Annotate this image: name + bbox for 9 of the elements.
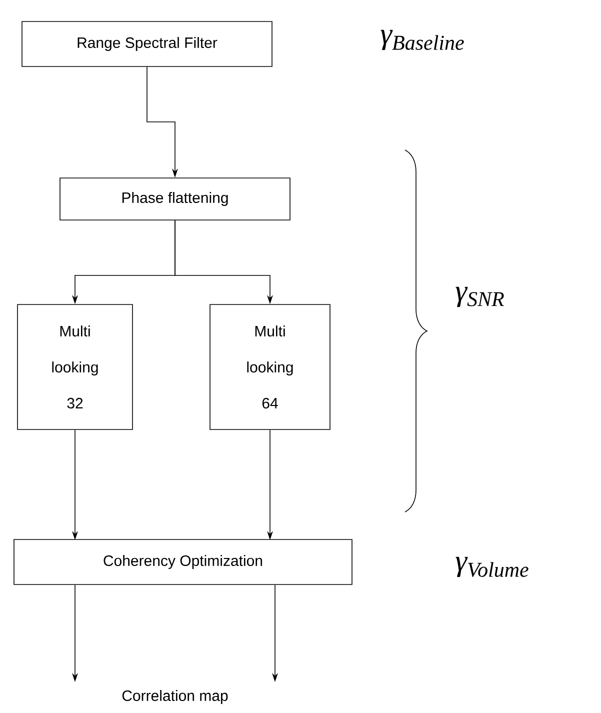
output-text: Correlation map — [122, 690, 228, 704]
symbol-label: γ$_{Baseline}$ — [380, 30, 464, 50]
symbol-label: γ$_{SNR}$ — [456, 286, 504, 308]
process-box: Multi looking 32 — [17, 304, 133, 430]
process-box: Phase flattening — [60, 178, 290, 220]
symbol-label: γ$_{Volume}$ — [456, 556, 528, 578]
process-box: Coherency Optimization — [14, 539, 352, 585]
process-box: Multi looking 64 — [210, 304, 330, 430]
process-box: Range Spectral Filter — [22, 21, 272, 67]
